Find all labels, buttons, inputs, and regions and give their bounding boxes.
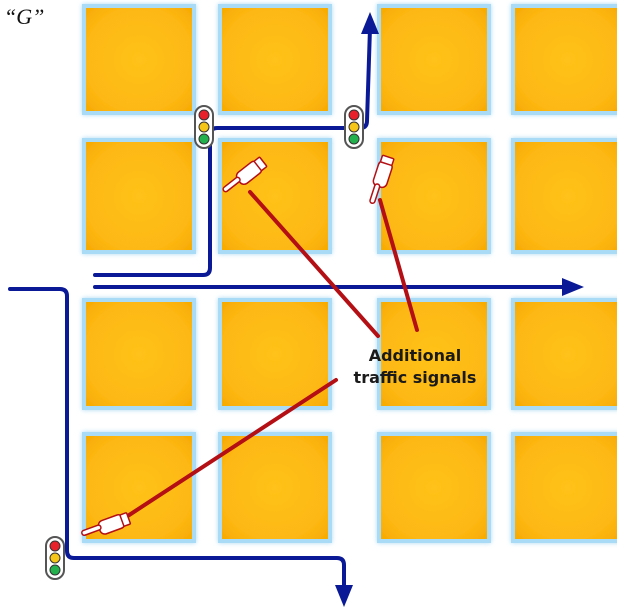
callout-label: Additional traffic signals xyxy=(340,345,490,388)
traffic-light-icon xyxy=(344,105,364,149)
city-block xyxy=(218,138,332,254)
city-block xyxy=(377,4,491,115)
pointer-line xyxy=(378,198,419,332)
city-block xyxy=(82,138,196,254)
figure-label: “G” xyxy=(4,4,45,29)
city-block xyxy=(511,4,617,115)
city-block xyxy=(82,298,196,410)
city-block xyxy=(511,298,617,410)
traffic-light-icon xyxy=(45,536,65,580)
city-block xyxy=(377,138,491,254)
city-blocks xyxy=(82,4,617,543)
callout-line-2: traffic signals xyxy=(353,367,477,387)
arrow-down-icon xyxy=(335,585,353,607)
route-path-south xyxy=(8,287,346,594)
pointer-line xyxy=(248,190,380,338)
city-block xyxy=(218,298,332,410)
route-arrowheads xyxy=(335,12,584,607)
traffic-light-icon xyxy=(194,105,214,149)
pointing-hand-icon xyxy=(81,512,132,537)
arrow-up-icon xyxy=(361,12,379,34)
city-block xyxy=(377,432,491,543)
pointing-hand-icon xyxy=(369,154,395,205)
city-block xyxy=(82,4,196,115)
pointer-lines xyxy=(118,190,419,523)
city-block xyxy=(218,4,332,115)
city-block xyxy=(377,298,491,410)
pointing-hand-icon xyxy=(222,156,268,193)
callout-line-1: Additional xyxy=(368,346,462,365)
city-block xyxy=(511,138,617,254)
arrow-right-icon xyxy=(562,278,584,296)
city-block xyxy=(218,432,332,543)
city-block xyxy=(511,432,617,543)
pointer-line xyxy=(118,378,338,523)
